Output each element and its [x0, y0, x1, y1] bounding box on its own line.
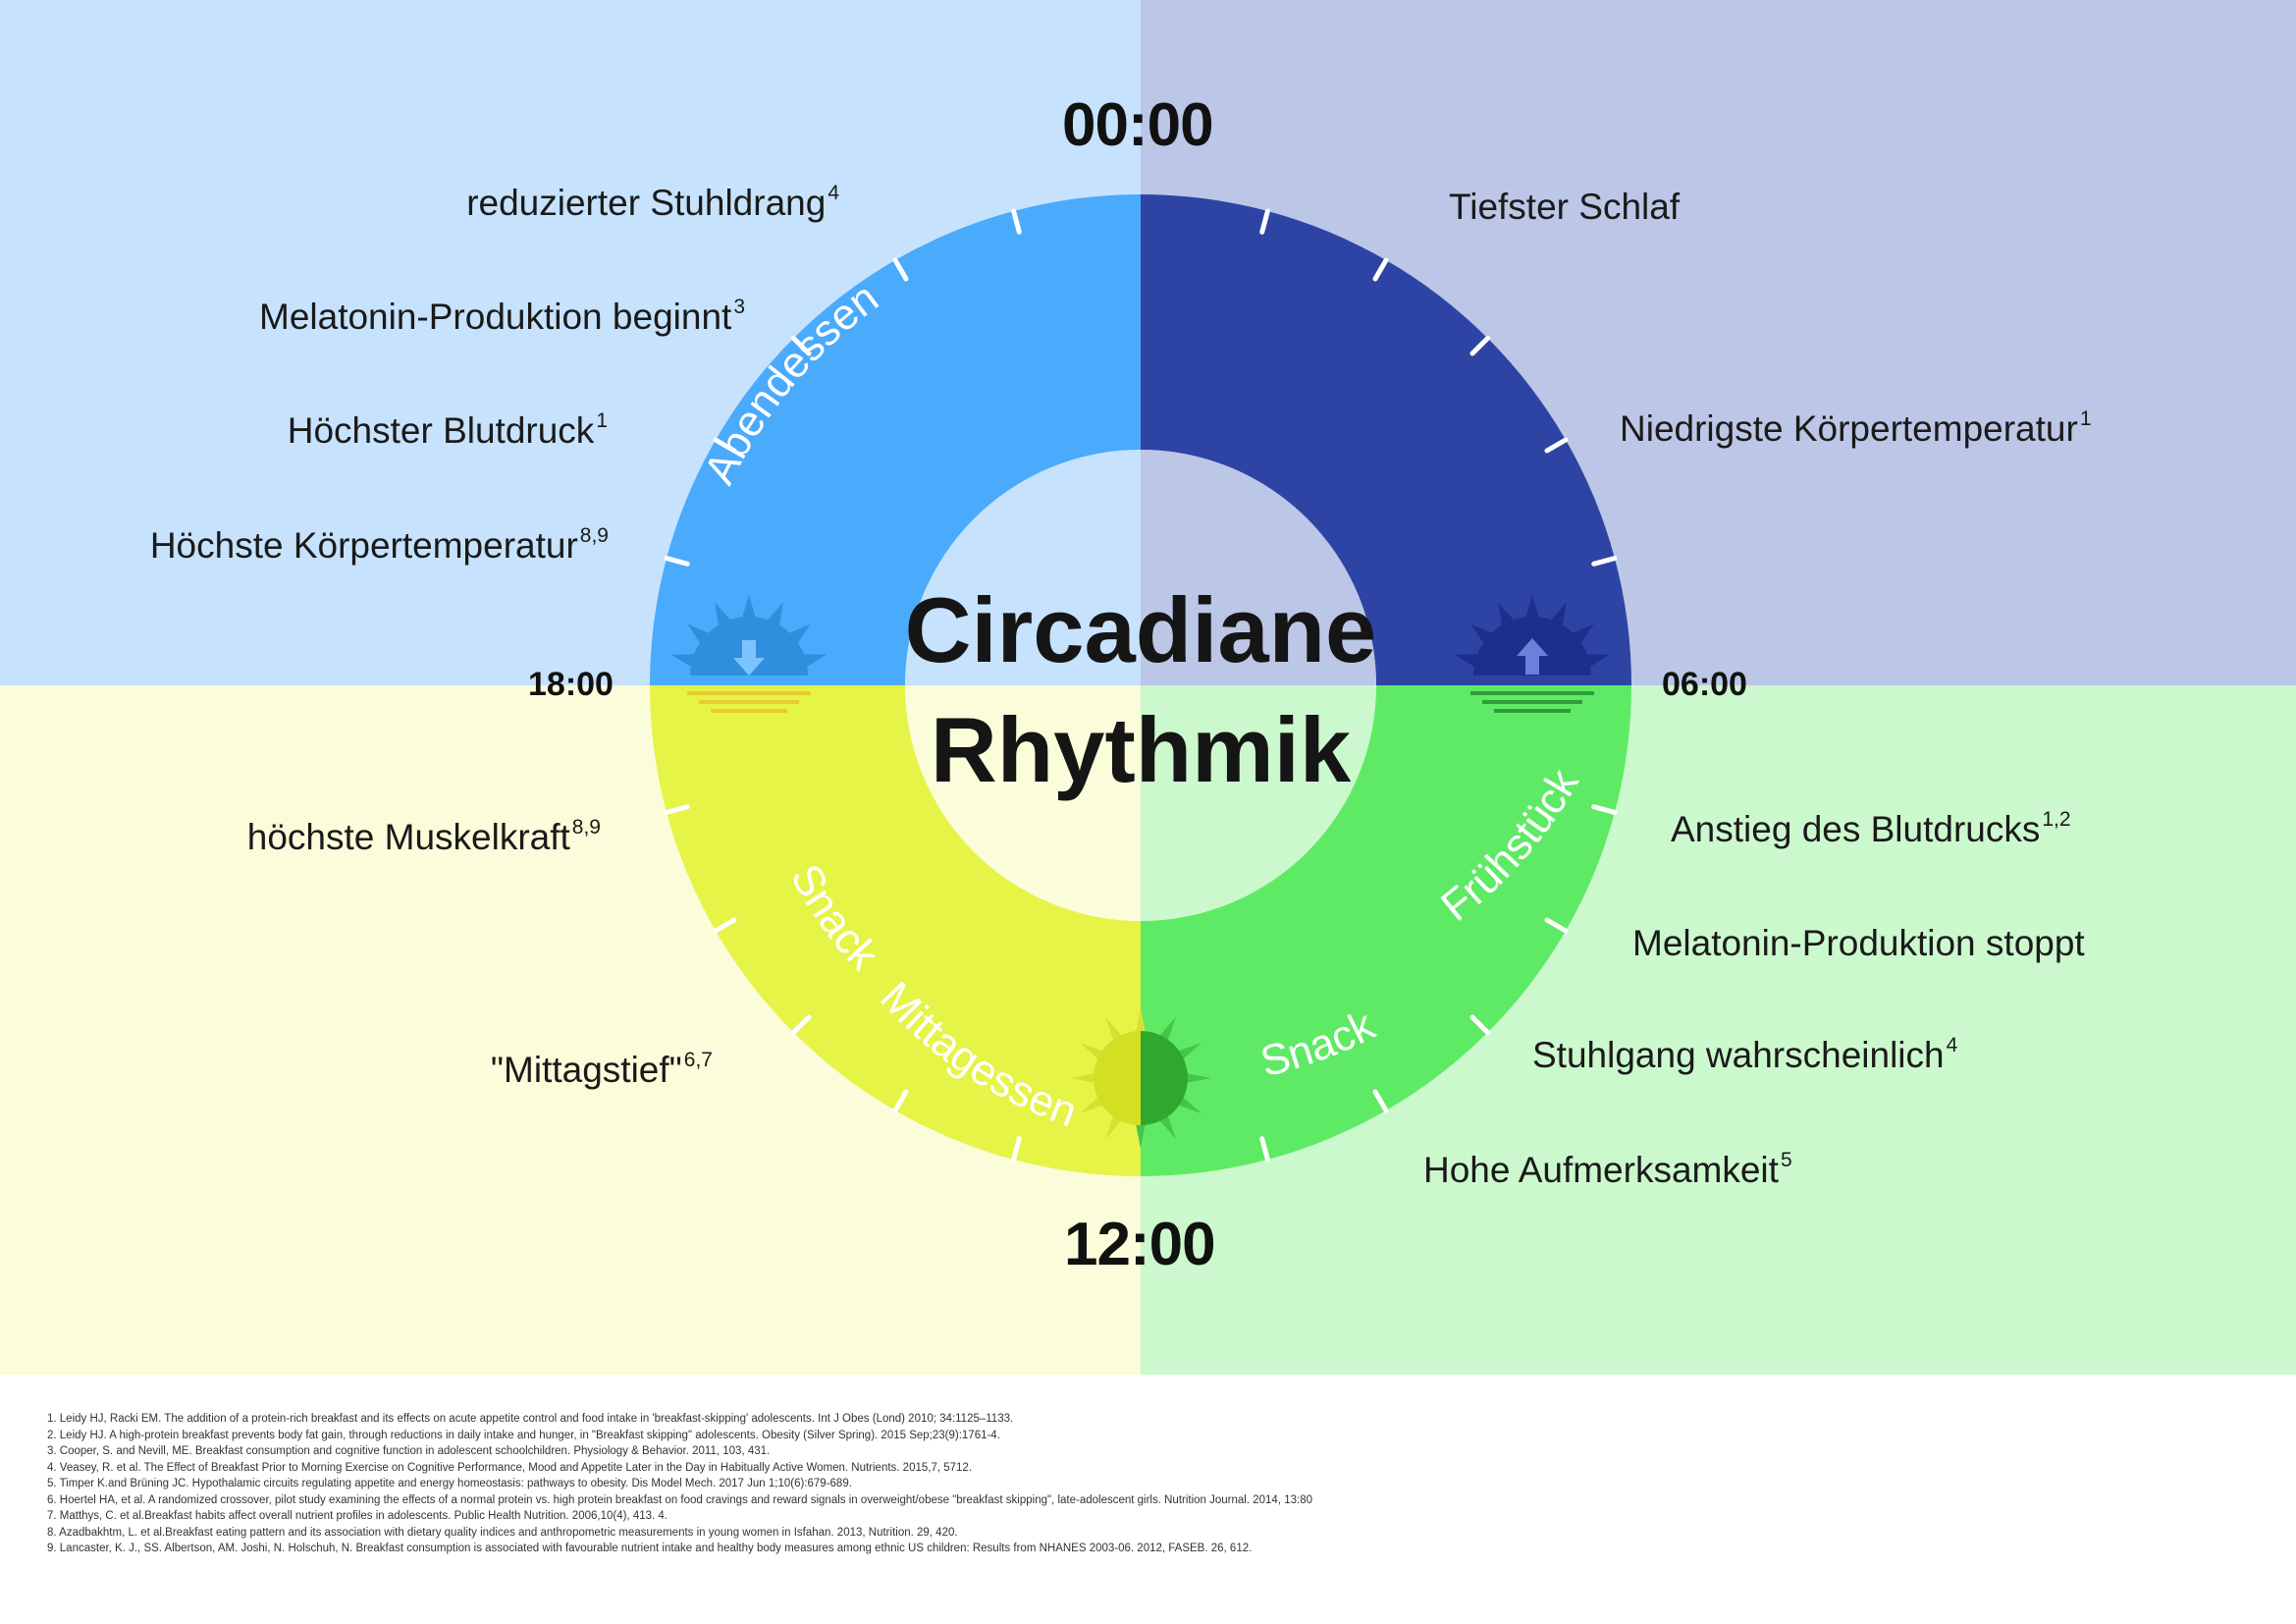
hour-tick [1011, 208, 1022, 235]
hour-tick [790, 335, 812, 356]
sun-ray [1135, 1007, 1147, 1034]
event-high-attention: Hohe Aufmerksamkeit5 [1423, 1149, 1792, 1190]
sun-ray [715, 602, 730, 625]
reference-item: 8. Azadbakhtm, L. et al.Breakfast eating… [47, 1526, 958, 1539]
event-highest-body-temperature: Höchste Körpertemperatur8,9 [149, 524, 609, 566]
time-midnight: 00:00 [1062, 91, 1214, 159]
hour-tick [713, 917, 737, 934]
hour-tick [1469, 335, 1491, 356]
sun-ray [1105, 1114, 1123, 1140]
event-lowest-body-temperature: Niedrigste Körpertemperatur1 [1620, 407, 2092, 449]
sun-ray [1470, 623, 1492, 643]
hour-tick [1544, 437, 1569, 454]
reference-item: 1. Leidy HJ, Racki EM. The addition of a… [47, 1413, 1014, 1425]
time-evening: 18:00 [528, 666, 614, 703]
sun-ray [1586, 654, 1611, 667]
sun-ray [1498, 602, 1514, 625]
event-melatonin-stop: Melatonin-Produktion stoppt [1632, 923, 2085, 963]
title-line-2: Rhythmik [930, 698, 1352, 801]
sun-ray [1185, 1072, 1211, 1084]
sun-ray [742, 595, 756, 618]
inner-evening-fill [905, 450, 1141, 685]
time-noon: 12:00 [1064, 1211, 1216, 1278]
reference-item: 9. Lancaster, K. J., SS. Albertson, AM. … [47, 1543, 1253, 1554]
hour-tick [790, 1014, 812, 1036]
sun-ray [1135, 1122, 1147, 1149]
hour-tick [892, 1089, 909, 1113]
sun-ray [1158, 1114, 1176, 1140]
event-highest-muscle-strength: höchste Muskelkraft8,9 [246, 816, 601, 857]
sun-ray [1158, 1016, 1176, 1042]
reference-item: 6. Hoertel HA, et al. A randomized cross… [47, 1493, 1312, 1506]
hour-tick [1372, 1089, 1389, 1113]
hour-ticks [664, 208, 1618, 1163]
event-melatonin-start: Melatonin-Produktion beginnt3 [259, 296, 745, 337]
reference-item: 5. Timper K.and Brüning JC. Hypothalamic… [47, 1478, 852, 1489]
sun-ray [789, 623, 811, 643]
time-morning: 06:00 [1662, 666, 1747, 703]
sun-ray [670, 654, 695, 667]
sunset-icon [670, 595, 828, 713]
hour-tick [1469, 1014, 1491, 1036]
sun-ray [1551, 602, 1567, 625]
hour-tick [713, 437, 737, 454]
hour-tick [892, 257, 909, 282]
sun-ray [1079, 1096, 1104, 1113]
hour-tick [664, 556, 690, 567]
hour-tick [664, 804, 690, 815]
reference-item: 4. Veasey, R. et al. The Effect of Break… [47, 1461, 973, 1474]
reference-item: 7. Matthys, C. et al.Breakfast habits af… [47, 1510, 667, 1522]
event-afternoon-dip: "Mittagstief"6,7 [490, 1049, 713, 1090]
inner-morning-fill [1141, 685, 1376, 921]
sun-ray [1573, 623, 1594, 643]
sun-ray [1177, 1043, 1202, 1060]
sun-ray [768, 602, 783, 625]
event-deepest-sleep: Tiefster Schlaf [1449, 187, 1681, 227]
hour-tick [1591, 804, 1618, 815]
sun-ray [1177, 1096, 1202, 1113]
sunrise-icon [1454, 595, 1611, 713]
midday-sun-icon [1070, 1007, 1211, 1149]
sun-ray [687, 623, 709, 643]
sun-ray [1454, 654, 1478, 667]
hour-tick [1591, 556, 1618, 567]
sun-ray [803, 654, 828, 667]
inner-night-fill [1141, 450, 1376, 685]
inner-afternoon-fill [905, 685, 1141, 921]
sun-ray [1079, 1043, 1104, 1060]
hour-tick [1259, 1136, 1270, 1163]
event-reduced-bowel-urge: reduzierter Stuhldrang4 [466, 182, 839, 223]
event-bowel-movement-likely: Stuhlgang wahrscheinlich4 [1532, 1034, 1958, 1075]
hour-tick [1372, 257, 1389, 282]
hour-tick [1011, 1136, 1022, 1163]
hour-tick [1544, 917, 1569, 934]
event-blood-pressure-rise: Anstieg des Blutdrucks1,2 [1671, 808, 2071, 849]
title-line-1: Circadiane [904, 578, 1377, 681]
hour-tick [1259, 208, 1270, 235]
reference-item: 2. Leidy HJ. A high-protein breakfast pr… [47, 1429, 1000, 1441]
sun-ray [1105, 1016, 1123, 1042]
event-highest-blood-pressure: Höchster Blutdruck1 [287, 409, 608, 451]
sun-ray [1070, 1072, 1096, 1084]
sun-ray [1525, 595, 1539, 618]
reference-item: 3. Cooper, S. and Nevill, ME. Breakfast … [47, 1445, 771, 1457]
references-list: 1. Leidy HJ, Racki EM. The addition of a… [47, 1411, 2256, 1557]
